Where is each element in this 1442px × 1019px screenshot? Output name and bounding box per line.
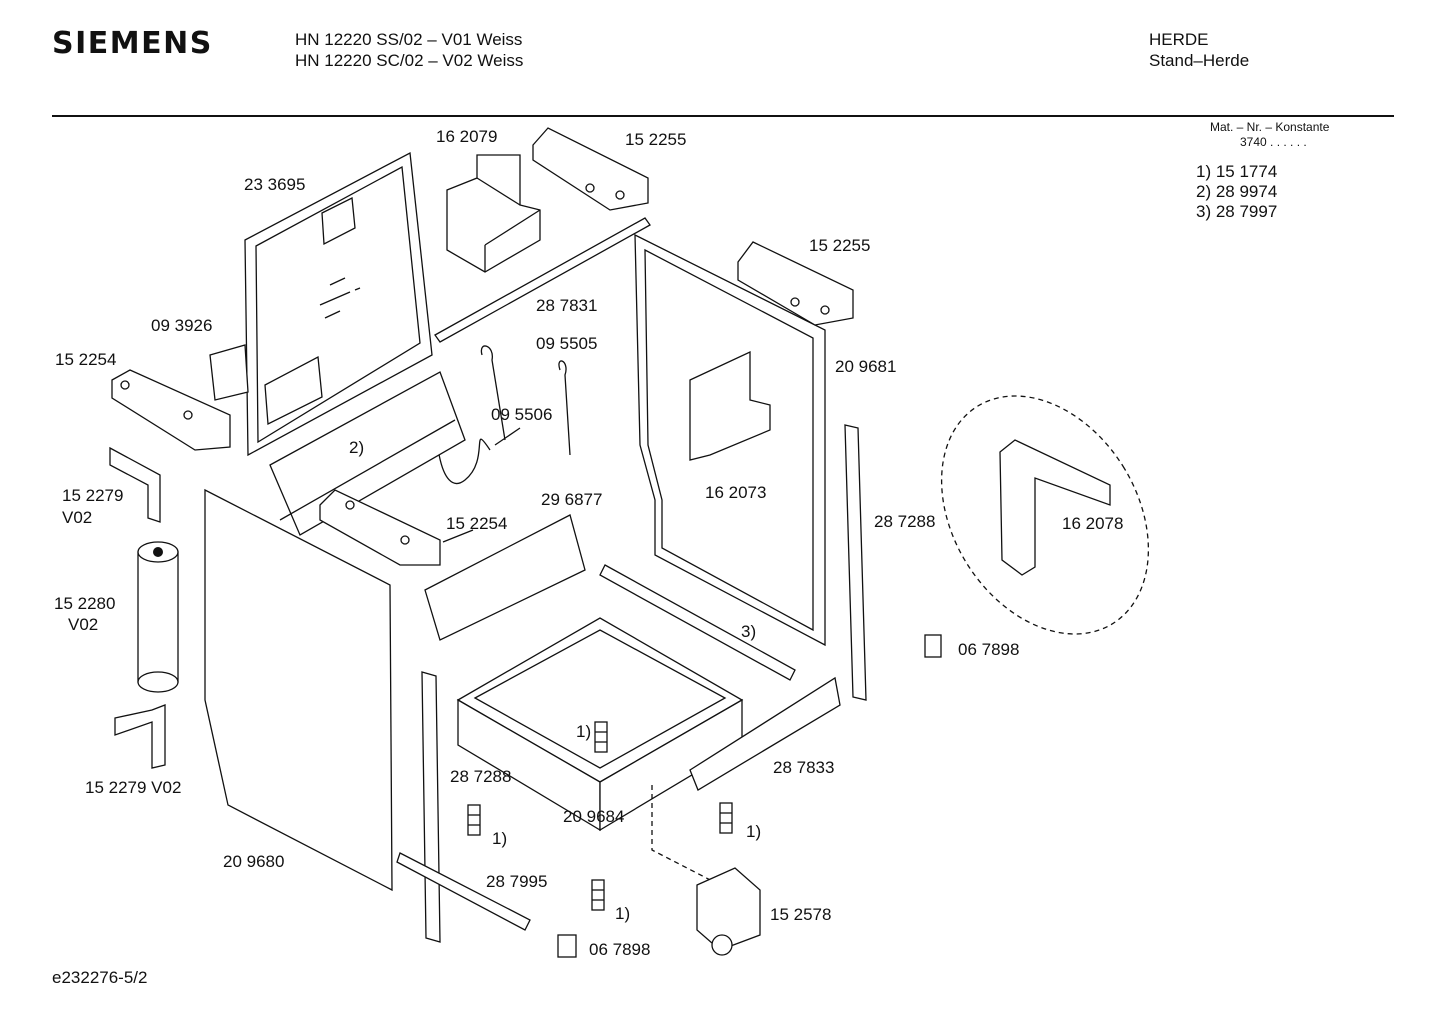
drawing-code: e232276-5/2 <box>52 968 148 987</box>
hook-095506-shape <box>558 360 571 456</box>
label-note-1-bottom: 1) <box>615 904 631 923</box>
part-093926-shape <box>209 344 249 401</box>
label-note-1-left: 1) <box>492 829 508 848</box>
side-frame-209681-shape <box>634 233 826 647</box>
screw-1-shape <box>594 721 608 753</box>
caster-152578-shape <box>696 867 761 956</box>
category-title: HERDE <box>1149 30 1209 49</box>
label-152254-left: 15 2254 <box>55 350 117 369</box>
label-287831: 28 7831 <box>536 296 598 315</box>
label-287288-left: 28 7288 <box>450 767 512 786</box>
label-note-2: 2) <box>349 438 365 457</box>
label-095505: 09 5505 <box>536 334 598 353</box>
label-209681: 20 9681 <box>835 357 897 376</box>
header-rule <box>52 115 1394 117</box>
label-152578: 15 2578 <box>770 905 832 924</box>
label-note-1-right: 1) <box>746 822 762 841</box>
tray-296877-shape <box>424 514 586 641</box>
mat-nr-value: 3740 . . . . . . <box>1240 135 1307 149</box>
label-152279-upper: 15 2279 <box>62 486 124 505</box>
label-162079: 16 2079 <box>436 127 498 146</box>
label-296877: 29 6877 <box>541 490 603 509</box>
model-line-2: HN 12220 SC/02 – V02 Weiss <box>295 51 524 70</box>
label-note-3: 3) <box>741 622 757 641</box>
plate-152279a-shape <box>109 446 161 523</box>
rail-287831-shape <box>434 217 651 343</box>
kickboard-287833-shape <box>689 676 841 791</box>
leader-152578 <box>651 785 721 886</box>
note-2: 2) 28 9974 <box>1196 182 1278 201</box>
rail-3-shape <box>599 564 796 681</box>
label-152280-variant: V02 <box>68 615 99 634</box>
detail-162078-shape <box>940 395 1150 635</box>
bracket-152254b-shape <box>319 489 441 566</box>
strip-287288a-shape <box>844 424 867 701</box>
mid-frame-shape <box>269 371 466 536</box>
hook-095505-shape <box>480 345 506 441</box>
label-209680: 20 9680 <box>223 852 285 871</box>
bracket-152254a-shape <box>111 369 231 451</box>
bracket-162079-shape <box>446 154 541 273</box>
label-067898-bottom: 06 7898 <box>589 940 651 959</box>
screw-2-shape <box>467 804 481 836</box>
label-095506: 09 5506 <box>491 405 553 424</box>
back-panel-part <box>244 151 433 457</box>
label-note-1-base: 1) <box>576 722 592 741</box>
bracket-152255a-shape <box>532 127 649 211</box>
label-093926: 09 3926 <box>151 316 213 335</box>
model-line-1: HN 12220 SS/02 – V01 Weiss <box>295 30 523 49</box>
label-162073: 16 2073 <box>705 483 767 502</box>
label-162078: 16 2078 <box>1062 514 1124 533</box>
bracket-152255b-shape <box>737 241 854 326</box>
clip-067898a-shape <box>924 634 942 658</box>
clip-067898b-shape <box>557 934 577 958</box>
base-209684-shape <box>456 617 744 832</box>
label-152279-lower: 15 2279 V02 <box>85 778 182 797</box>
label-067898-right: 06 7898 <box>958 640 1020 659</box>
screw-3-shape <box>719 802 733 834</box>
label-233695: 23 3695 <box>244 175 306 194</box>
mat-nr-label: Mat. – Nr. – Konstante <box>1210 120 1330 134</box>
label-209684: 20 9684 <box>563 807 625 826</box>
cylinder-152280-shape <box>137 541 179 693</box>
rail-287995-shape <box>396 852 531 931</box>
label-152254-inner: 15 2254 <box>446 514 508 533</box>
side-panel-209680-shape <box>204 488 393 892</box>
screw-4-shape <box>591 879 605 911</box>
strip-287288b-shape <box>421 671 441 943</box>
category-subtitle: Stand–Herde <box>1149 51 1250 70</box>
label-287995: 28 7995 <box>486 872 548 891</box>
label-152279-upper-variant: V02 <box>62 508 93 527</box>
note-3: 3) 28 7997 <box>1196 202 1278 221</box>
label-287833: 28 7833 <box>773 758 835 777</box>
brand-logo: SIEMENS <box>52 26 213 61</box>
plate-152279b-shape <box>114 704 166 769</box>
note-1: 1) 15 1774 <box>1196 162 1278 181</box>
label-152280: 15 2280 <box>54 594 116 613</box>
label-152255-right: 15 2255 <box>809 236 871 255</box>
label-287288-right: 28 7288 <box>874 512 936 531</box>
label-152255-top: 15 2255 <box>625 130 687 149</box>
